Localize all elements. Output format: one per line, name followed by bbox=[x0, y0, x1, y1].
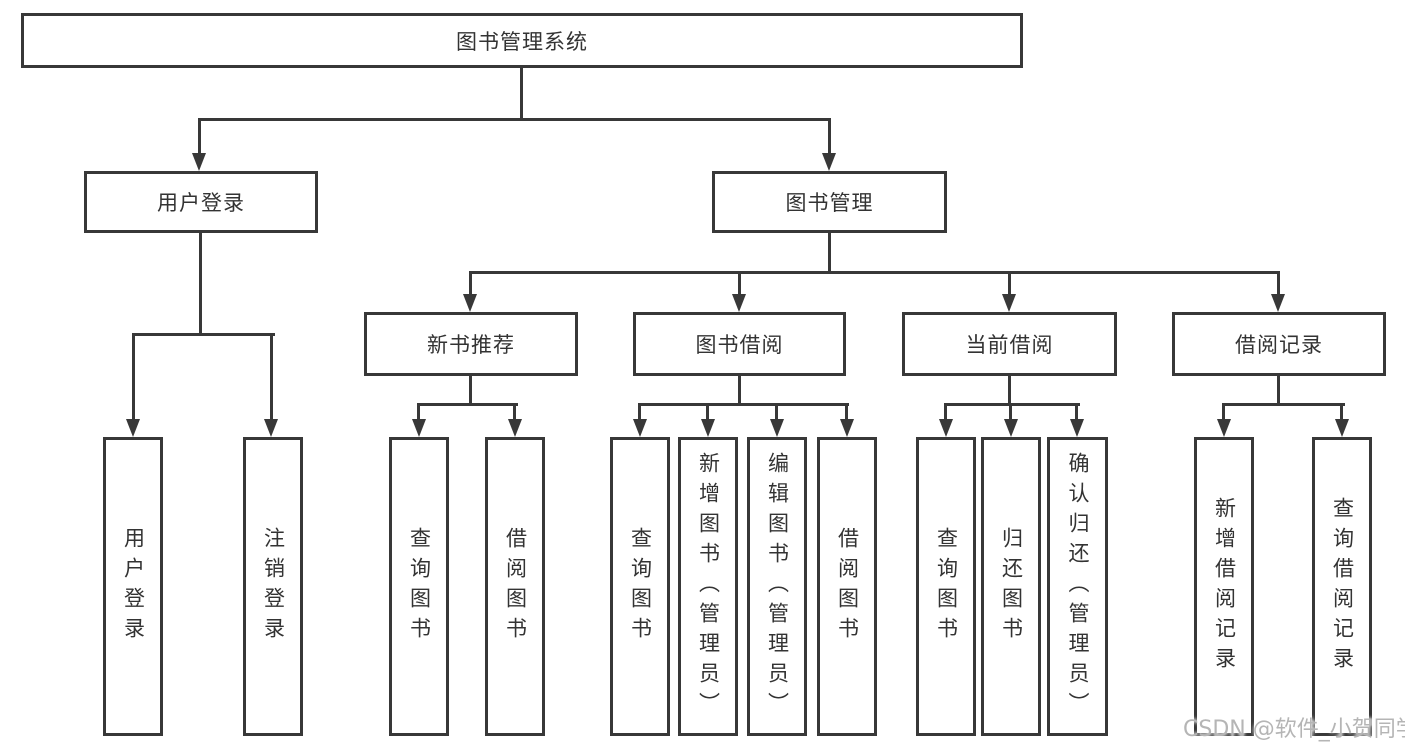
node-book-borrow: 图书借阅 bbox=[633, 312, 846, 376]
connector-line bbox=[775, 403, 778, 419]
connector-line bbox=[270, 333, 273, 420]
connector-line bbox=[944, 403, 1080, 406]
leaf-query-books-current: 查询图书 bbox=[916, 437, 976, 736]
connector-line bbox=[199, 233, 202, 336]
connector-line bbox=[417, 403, 420, 419]
arrow-down-icon bbox=[1070, 419, 1084, 437]
connector-line bbox=[706, 403, 709, 419]
leaf-query-books-borrow: 查询图书 bbox=[610, 437, 670, 736]
arrow-down-icon bbox=[126, 419, 140, 437]
connector-line bbox=[1008, 376, 1011, 406]
arrow-down-icon bbox=[732, 294, 746, 312]
leaf-add-books-admin: 新增图书（管理员） bbox=[678, 437, 738, 736]
arrow-down-icon bbox=[939, 419, 953, 437]
connector-line bbox=[944, 403, 947, 419]
connector-line bbox=[469, 376, 472, 406]
connector-line bbox=[638, 403, 849, 406]
arrow-down-icon bbox=[840, 419, 854, 437]
connector-line bbox=[132, 333, 135, 420]
leaf-confirm-return-admin: 确认归还（管理员） bbox=[1047, 437, 1108, 736]
arrow-down-icon bbox=[192, 153, 206, 171]
connector-line bbox=[132, 333, 275, 336]
arrow-down-icon bbox=[701, 419, 715, 437]
arrow-down-icon bbox=[1002, 294, 1016, 312]
node-borrow-records: 借阅记录 bbox=[1172, 312, 1386, 376]
connector-line bbox=[513, 403, 516, 419]
connector-line bbox=[738, 271, 741, 295]
connector-line bbox=[417, 403, 518, 406]
arrow-down-icon bbox=[1004, 419, 1018, 437]
connector-line bbox=[828, 233, 831, 274]
node-user-login: 用户登录 bbox=[84, 171, 318, 233]
node-new-book-recommend: 新书推荐 bbox=[364, 312, 578, 376]
arrow-down-icon bbox=[1271, 294, 1285, 312]
arrow-down-icon bbox=[1335, 419, 1349, 437]
leaf-return-books: 归还图书 bbox=[981, 437, 1041, 736]
node-root-system: 图书管理系统 bbox=[21, 13, 1023, 68]
leaf-query-books-recommend: 查询图书 bbox=[389, 437, 449, 736]
arrow-down-icon bbox=[633, 419, 647, 437]
leaf-query-borrow-record: 查询借阅记录 bbox=[1312, 437, 1372, 736]
arrow-down-icon bbox=[463, 294, 477, 312]
arrow-down-icon bbox=[1217, 419, 1231, 437]
connector-line bbox=[738, 376, 741, 406]
connector-line bbox=[1277, 376, 1280, 406]
arrow-down-icon bbox=[822, 153, 836, 171]
connector-line bbox=[1340, 403, 1343, 419]
leaf-add-borrow-record: 新增借阅记录 bbox=[1194, 437, 1254, 736]
connector-line bbox=[845, 403, 848, 419]
leaf-logout: 注销登录 bbox=[243, 437, 303, 736]
connector-line bbox=[638, 403, 641, 419]
connector-line bbox=[520, 68, 523, 121]
leaf-user-login: 用户登录 bbox=[103, 437, 163, 736]
arrow-down-icon bbox=[508, 419, 522, 437]
arrow-down-icon bbox=[412, 419, 426, 437]
connector-line bbox=[469, 271, 1280, 274]
leaf-borrow-books-recommend: 借阅图书 bbox=[485, 437, 545, 736]
connector-line bbox=[828, 118, 831, 154]
node-book-management: 图书管理 bbox=[712, 171, 947, 233]
watermark: CSDN @软件_小贺同学 bbox=[1183, 717, 1405, 742]
connector-line bbox=[469, 271, 472, 295]
arrow-down-icon bbox=[264, 419, 278, 437]
connector-line bbox=[198, 118, 201, 154]
connector-line bbox=[1008, 271, 1011, 295]
connector-line bbox=[1222, 403, 1345, 406]
node-current-borrow: 当前借阅 bbox=[902, 312, 1117, 376]
leaf-borrow-books: 借阅图书 bbox=[817, 437, 877, 736]
arrow-down-icon bbox=[770, 419, 784, 437]
connector-line bbox=[198, 118, 831, 121]
connector-line bbox=[1009, 403, 1012, 419]
connector-line bbox=[1222, 403, 1225, 419]
connector-line bbox=[1277, 271, 1280, 295]
leaf-edit-books-admin: 编辑图书（管理员） bbox=[747, 437, 807, 736]
connector-line bbox=[1075, 403, 1078, 419]
